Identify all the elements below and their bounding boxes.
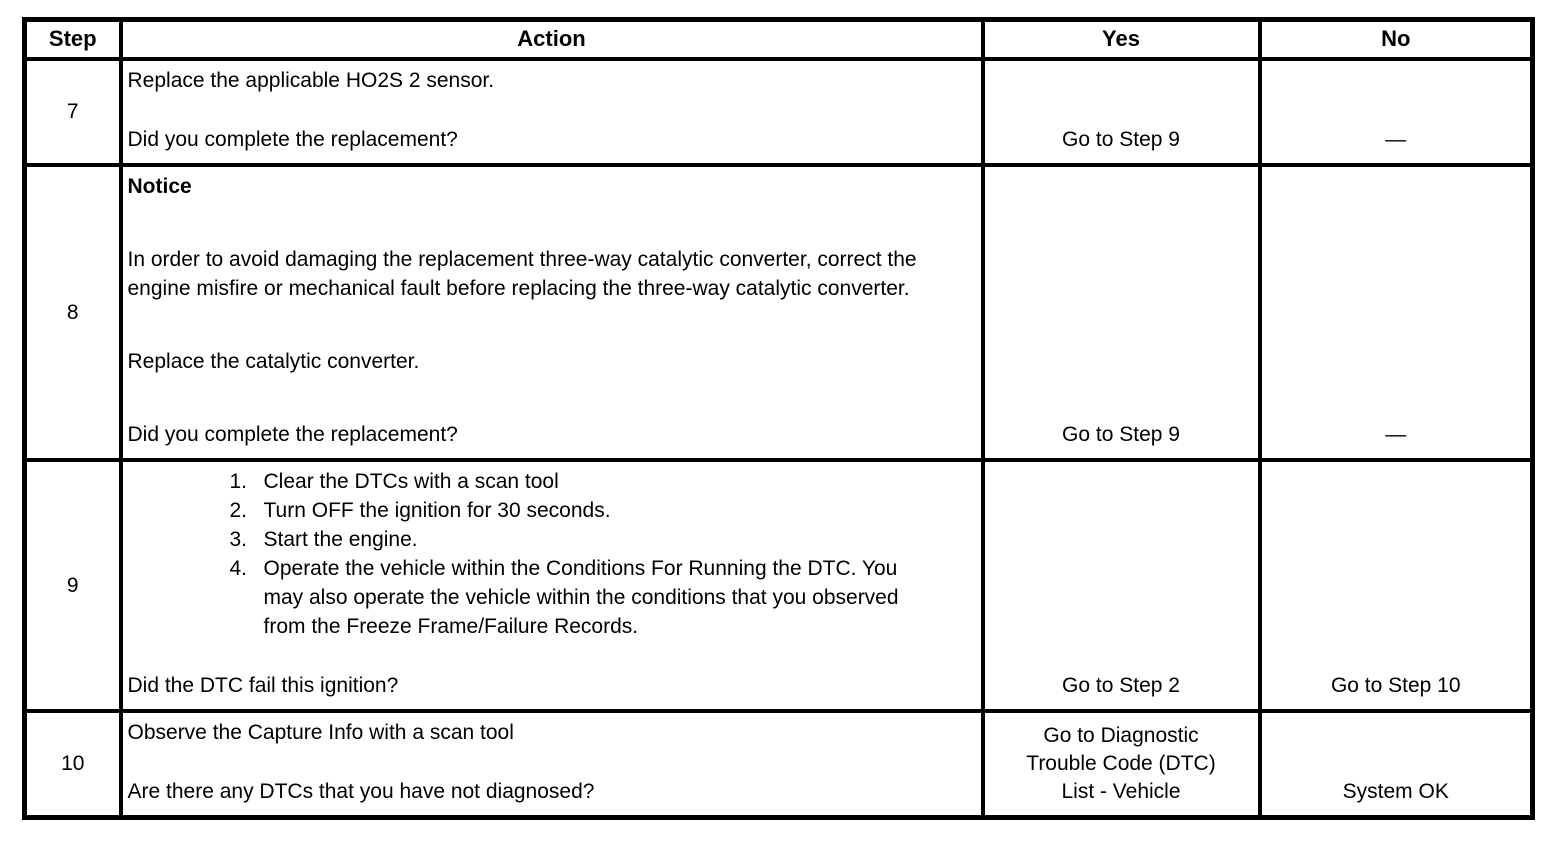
no-cell: Go to Step 10: [1257, 458, 1535, 713]
list-item-number: 1.: [229, 470, 248, 493]
list-item: 1. Clear the DTCs with a scan tool: [230, 467, 973, 496]
header-no: No: [1257, 17, 1535, 61]
no-answer: System OK: [1342, 780, 1449, 803]
step-number: 7: [22, 57, 123, 167]
table-row-step-9: 9 1. Clear the DTCs with a scan tool 2. …: [22, 458, 1535, 713]
yes-cell: Go to Step 9: [980, 57, 1262, 167]
notice-body: In order to avoid damaging the replaceme…: [127, 248, 917, 300]
step-number: 10: [22, 709, 123, 820]
action-text: Replace the catalytic converter.: [127, 350, 420, 373]
action-question: Did the DTC fail this ignition?: [127, 674, 399, 697]
list-item-text: Operate the vehicle within the Condition…: [263, 557, 899, 638]
header-action: Action: [118, 17, 985, 61]
action-text: Replace the applicable HO2S 2 sensor.: [127, 69, 495, 92]
step-number: 8: [22, 163, 123, 462]
action-cell: 1. Clear the DTCs with a scan tool 2. Tu…: [118, 458, 985, 713]
action-cell: Observe the Capture Info with a scan too…: [118, 709, 985, 820]
no-answer: —: [1385, 128, 1407, 151]
header-row: Step Action Yes No: [22, 17, 1535, 61]
list-item-text: Turn OFF the ignition for 30 seconds.: [263, 499, 611, 522]
header-step: Step: [22, 17, 123, 61]
numbered-step-list: 1. Clear the DTCs with a scan tool 2. Tu…: [128, 467, 973, 641]
table-row-step-7: 7 Replace the applicable HO2S 2 sensor. …: [22, 57, 1535, 167]
no-answer: —: [1385, 423, 1407, 446]
step-number: 9: [22, 458, 123, 713]
action-text: Observe the Capture Info with a scan too…: [127, 721, 514, 744]
action-cell: Notice In order to avoid damaging the re…: [118, 163, 985, 462]
yes-answer: Go to Step 9: [1062, 128, 1180, 151]
no-answer: Go to Step 10: [1330, 674, 1461, 697]
yes-answer: Go to Step 2: [1062, 674, 1180, 697]
list-item-number: 4.: [229, 557, 248, 580]
yes-cell: Go to Step 2: [980, 458, 1262, 713]
list-item-number: 3.: [229, 528, 248, 551]
yes-answer: Go to Step 9: [1062, 423, 1180, 446]
list-item: 3. Start the engine.: [230, 525, 973, 554]
no-cell: System OK: [1257, 709, 1535, 820]
action-question: Did you complete the replacement?: [127, 128, 458, 151]
action-question: Are there any DTCs that you have not dia…: [127, 780, 595, 803]
list-item: 2. Turn OFF the ignition for 30 seconds.: [230, 496, 973, 525]
yes-cell: Go to Diagnostic Trouble Code (DTC) List…: [980, 709, 1262, 820]
no-cell: —: [1257, 57, 1535, 167]
list-item-text: Start the engine.: [263, 528, 418, 551]
notice-heading: Notice: [127, 175, 192, 198]
list-item-number: 2.: [229, 499, 248, 522]
header-yes: Yes: [980, 17, 1262, 61]
table-row-step-8: 8 Notice In order to avoid damaging the …: [22, 163, 1535, 462]
action-question: Did you complete the replacement?: [127, 423, 458, 446]
list-item: 4. Operate the vehicle within the Condit…: [230, 554, 973, 641]
no-cell: —: [1257, 163, 1535, 462]
diagnostic-table: Step Action Yes No 7 Replace the applica…: [22, 17, 1535, 820]
yes-answer: Go to Diagnostic Trouble Code (DTC) List…: [1026, 724, 1216, 803]
table-row-step-10: 10 Observe the Capture Info with a scan …: [22, 709, 1535, 820]
list-item-text: Clear the DTCs with a scan tool: [263, 470, 559, 493]
action-cell: Replace the applicable HO2S 2 sensor. Di…: [118, 57, 985, 167]
yes-cell: Go to Step 9: [980, 163, 1262, 462]
